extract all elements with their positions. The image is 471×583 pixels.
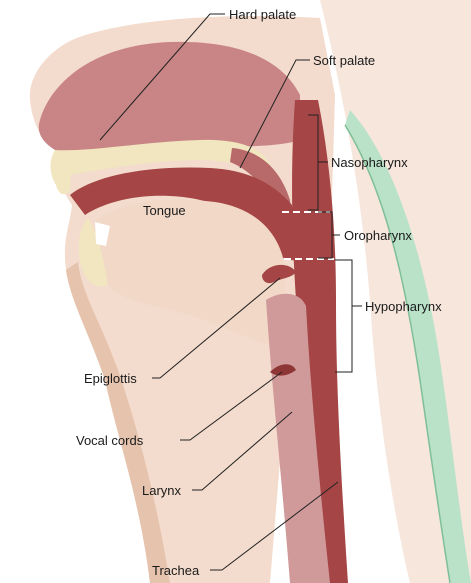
label-trachea: Trachea bbox=[152, 563, 200, 578]
label-oropharynx: Oropharynx bbox=[344, 228, 412, 243]
label-larynx: Larynx bbox=[142, 483, 182, 498]
label-vocal-cords: Vocal cords bbox=[76, 433, 144, 448]
bracket-hypopharynx bbox=[335, 260, 352, 372]
label-epiglottis: Epiglottis bbox=[84, 371, 137, 386]
label-soft-palate: Soft palate bbox=[313, 53, 375, 68]
label-hypopharynx: Hypopharynx bbox=[365, 299, 442, 314]
label-tongue: Tongue bbox=[143, 203, 186, 218]
label-hard-palate: Hard palate bbox=[229, 7, 296, 22]
label-nasopharynx: Nasopharynx bbox=[331, 155, 408, 170]
